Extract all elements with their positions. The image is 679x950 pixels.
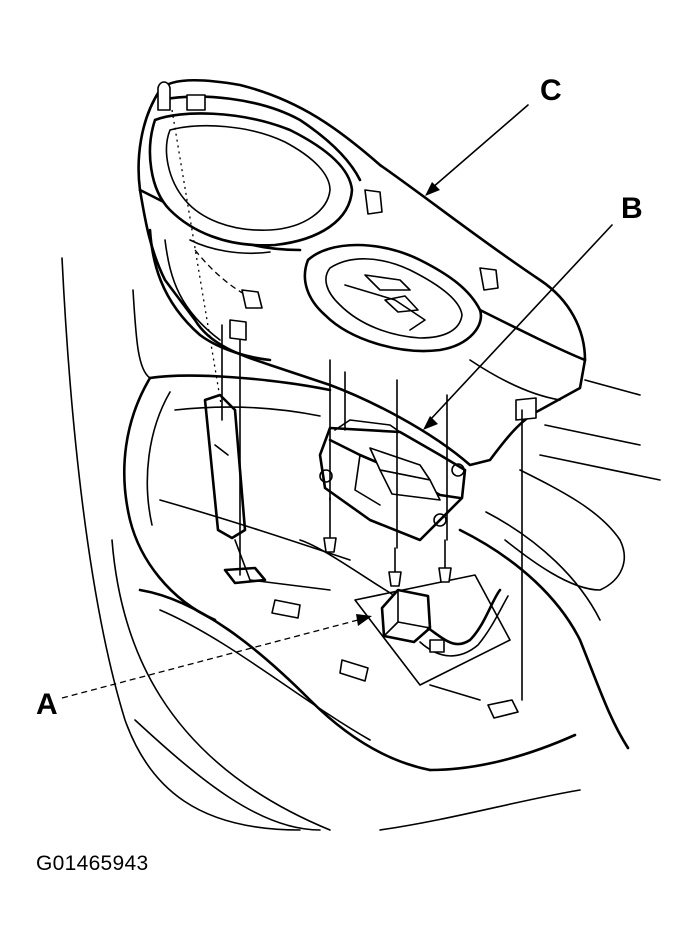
callout-labels: C B A	[36, 74, 643, 721]
assembly-guide-lines	[171, 109, 523, 701]
callout-leaders	[61, 104, 613, 699]
callout-label-a: A	[36, 688, 58, 721]
switch-b	[318, 419, 467, 542]
connector-a	[380, 588, 509, 657]
screw-set	[323, 497, 452, 587]
callout-label-b: B	[621, 192, 643, 225]
callout-label-c: C	[540, 74, 562, 107]
figure-code: G01465943	[36, 852, 149, 875]
